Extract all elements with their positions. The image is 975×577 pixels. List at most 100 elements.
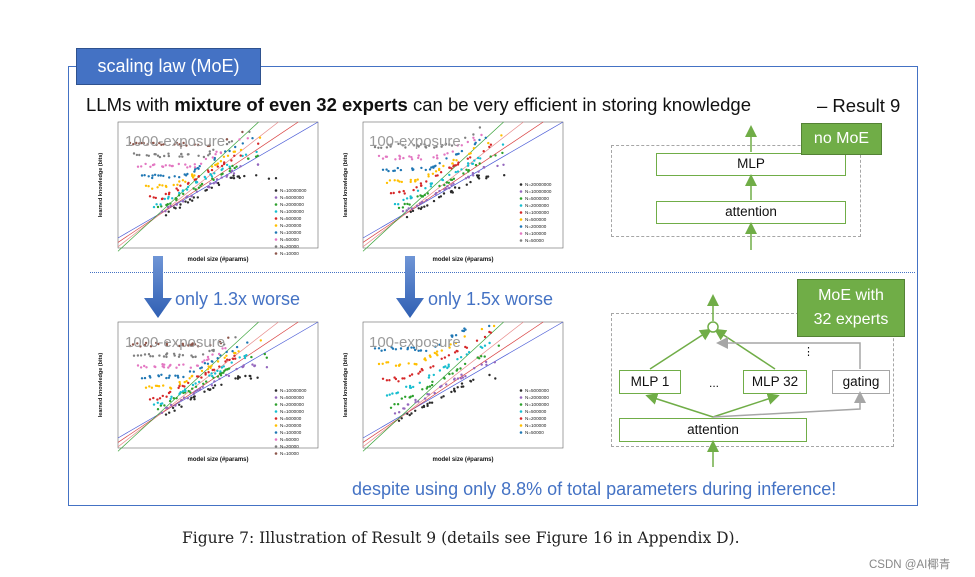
reference-line xyxy=(362,121,504,252)
moe-mlp1-block: MLP 1 xyxy=(619,370,681,394)
scatter-point xyxy=(182,192,185,196)
scatter-point xyxy=(453,377,456,380)
scatter-point xyxy=(408,384,412,388)
scatter-point xyxy=(393,179,396,182)
scatter-point xyxy=(169,403,173,407)
scatter-point xyxy=(402,156,405,160)
scatter-point xyxy=(152,196,155,199)
scatter-point xyxy=(154,153,157,156)
legend-entry: N=2000000 xyxy=(280,402,304,407)
scatter-point xyxy=(216,369,219,373)
scatter-point xyxy=(446,152,449,155)
scatter-point xyxy=(485,363,488,366)
scatter-point xyxy=(478,126,482,129)
scatter-point xyxy=(405,209,408,212)
scatter-point xyxy=(216,165,219,168)
scatter-point xyxy=(381,362,384,365)
scatter-point xyxy=(161,165,165,168)
scatter-point xyxy=(461,376,465,379)
scatter-point xyxy=(150,141,153,144)
legend-entry: N=5000000 xyxy=(525,388,549,393)
scatter-point xyxy=(417,400,420,403)
scatter-point xyxy=(488,373,491,377)
no-moe-attention-block: attention xyxy=(656,201,846,224)
scatter-point xyxy=(447,365,450,368)
scatter-point xyxy=(224,368,227,371)
scatter-point xyxy=(466,140,469,144)
scatter-point xyxy=(394,377,398,381)
scatter-point xyxy=(453,390,457,393)
scatter-point xyxy=(144,184,148,187)
scatter-point xyxy=(233,354,236,357)
legend-entry: N=5000000 xyxy=(525,196,549,201)
scatter-point xyxy=(190,173,194,176)
scatter-point xyxy=(440,357,443,360)
scatter-point xyxy=(193,170,196,173)
headline: LLMs with mixture of even 32 experts can… xyxy=(86,94,751,116)
exposure-label-3: 1000-exposure xyxy=(125,334,226,351)
scatter-point xyxy=(226,358,229,361)
scatter-point xyxy=(172,397,175,400)
scatter-point xyxy=(189,366,192,369)
scatter-point xyxy=(251,137,254,140)
reference-line xyxy=(117,121,299,243)
scatter-point xyxy=(206,355,210,359)
scatter-point xyxy=(234,377,237,380)
scatter-point xyxy=(191,344,195,347)
scatter-point xyxy=(171,406,175,410)
scatter-point xyxy=(250,355,253,359)
scatter-point xyxy=(220,383,223,386)
scatter-point xyxy=(188,377,191,380)
scatter-point xyxy=(184,389,187,393)
scatter-point xyxy=(192,392,196,395)
scatter-point xyxy=(410,158,414,161)
scatter-point xyxy=(194,188,197,191)
scatter-point xyxy=(256,163,260,166)
scatter-point xyxy=(220,366,224,369)
scatter-point xyxy=(454,164,458,167)
scatter-point xyxy=(479,345,482,348)
scatter-point xyxy=(429,355,432,359)
scatter-point xyxy=(443,153,446,156)
scatter-point xyxy=(211,353,214,356)
scatter-point xyxy=(197,154,200,157)
legend-entry: N=5000000 xyxy=(280,195,304,200)
legend-entry: N=10000 xyxy=(280,451,299,456)
scatter-point xyxy=(144,386,148,389)
scatter-point xyxy=(450,178,454,182)
scatter-point xyxy=(145,154,148,157)
scatter-point xyxy=(204,177,207,180)
plot-svg: N=20000000N=10000000N=5000000N=2000000N=… xyxy=(343,121,564,263)
scatter-point xyxy=(156,398,159,401)
scatter-point xyxy=(224,150,227,153)
scatter-point xyxy=(229,176,232,179)
divider-line xyxy=(90,272,915,273)
scatter-point xyxy=(265,366,269,369)
scatter-point xyxy=(438,189,441,193)
scatter-point xyxy=(452,158,455,162)
legend-marker xyxy=(519,225,523,228)
scatter-point xyxy=(405,197,409,200)
scatter-point xyxy=(149,355,152,358)
legend-marker xyxy=(274,196,278,199)
legend-entry: N=200000 xyxy=(280,423,302,428)
scatter-point xyxy=(472,378,475,381)
scatter-point xyxy=(448,143,451,146)
scatter-point xyxy=(483,344,487,347)
scatter-point xyxy=(128,141,132,145)
scatter-point xyxy=(426,192,429,195)
scatter-point xyxy=(225,163,229,167)
scatter-point xyxy=(230,159,233,162)
scatter-point xyxy=(424,146,428,149)
scatter-point xyxy=(189,398,192,401)
scatter-point xyxy=(246,137,249,140)
scatter-point xyxy=(140,165,143,168)
scatter-point xyxy=(406,348,409,351)
scatter-point xyxy=(162,355,166,358)
scatter-point xyxy=(432,373,435,377)
scatter-point xyxy=(207,358,210,361)
scatter-point xyxy=(186,201,190,204)
scatter-point xyxy=(422,404,426,408)
scatter-point xyxy=(142,141,145,145)
scatter-point xyxy=(181,354,185,357)
